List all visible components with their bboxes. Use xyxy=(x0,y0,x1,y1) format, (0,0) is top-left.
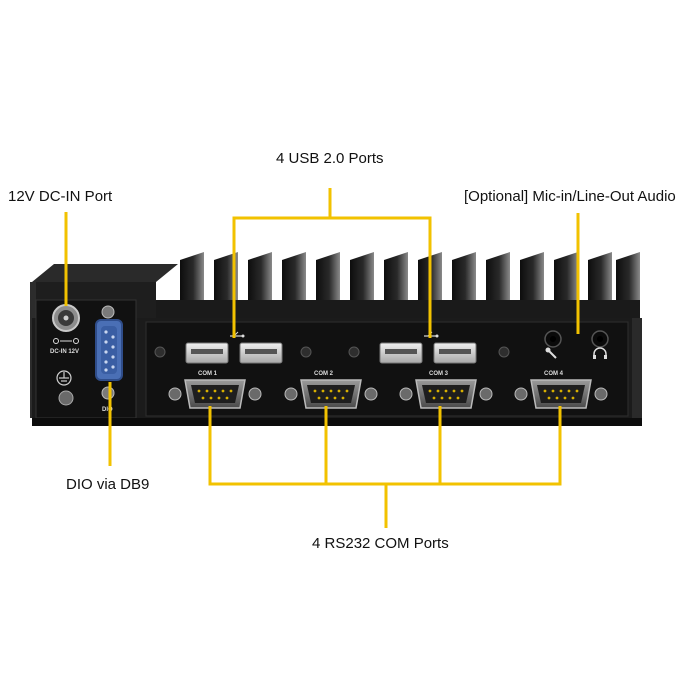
usb-port xyxy=(239,342,283,364)
dc-in-panel-label: DC-IN 12V xyxy=(50,349,79,355)
ground-screw xyxy=(58,390,74,406)
microphone-icon xyxy=(545,347,557,359)
heatsink-fins xyxy=(150,252,640,320)
panel-screw xyxy=(498,346,510,358)
panel-screw xyxy=(154,346,166,358)
dio-label: DIO via DB9 xyxy=(66,476,150,493)
power-polarity-icon xyxy=(53,338,79,344)
usb-port xyxy=(433,342,477,364)
com-port-1: COM 1 xyxy=(168,371,262,409)
dc-in-jack xyxy=(52,304,80,332)
usb-ports-label: 4 USB 2.0 Ports xyxy=(276,150,384,167)
headphone-icon xyxy=(593,347,607,359)
usb-port xyxy=(185,342,229,364)
line-out-jack xyxy=(591,330,609,348)
usb-callout-line-right xyxy=(330,216,432,338)
com4-panel-label: COM 4 xyxy=(544,371,564,377)
usb-port xyxy=(379,342,423,364)
ground-icon xyxy=(56,370,72,386)
com-ports-label: 4 RS232 COM Ports xyxy=(312,535,449,552)
mic-in-jack xyxy=(544,330,562,348)
panel-screw xyxy=(348,346,360,358)
com2-panel-label: COM 2 xyxy=(314,371,334,377)
callout-lines xyxy=(64,188,580,528)
com1-panel-label: COM 1 xyxy=(198,371,218,377)
audio-label: [Optional] Mic-in/Line-Out Audio xyxy=(464,188,676,205)
usb-callout-line xyxy=(232,188,332,338)
com3-panel-label: COM 3 xyxy=(429,371,449,377)
dc-in-port-label: 12V DC-IN Port xyxy=(8,188,113,205)
dio-panel-label: DIO xyxy=(102,407,113,413)
panel-screw xyxy=(300,346,312,358)
com-pins xyxy=(197,389,579,400)
